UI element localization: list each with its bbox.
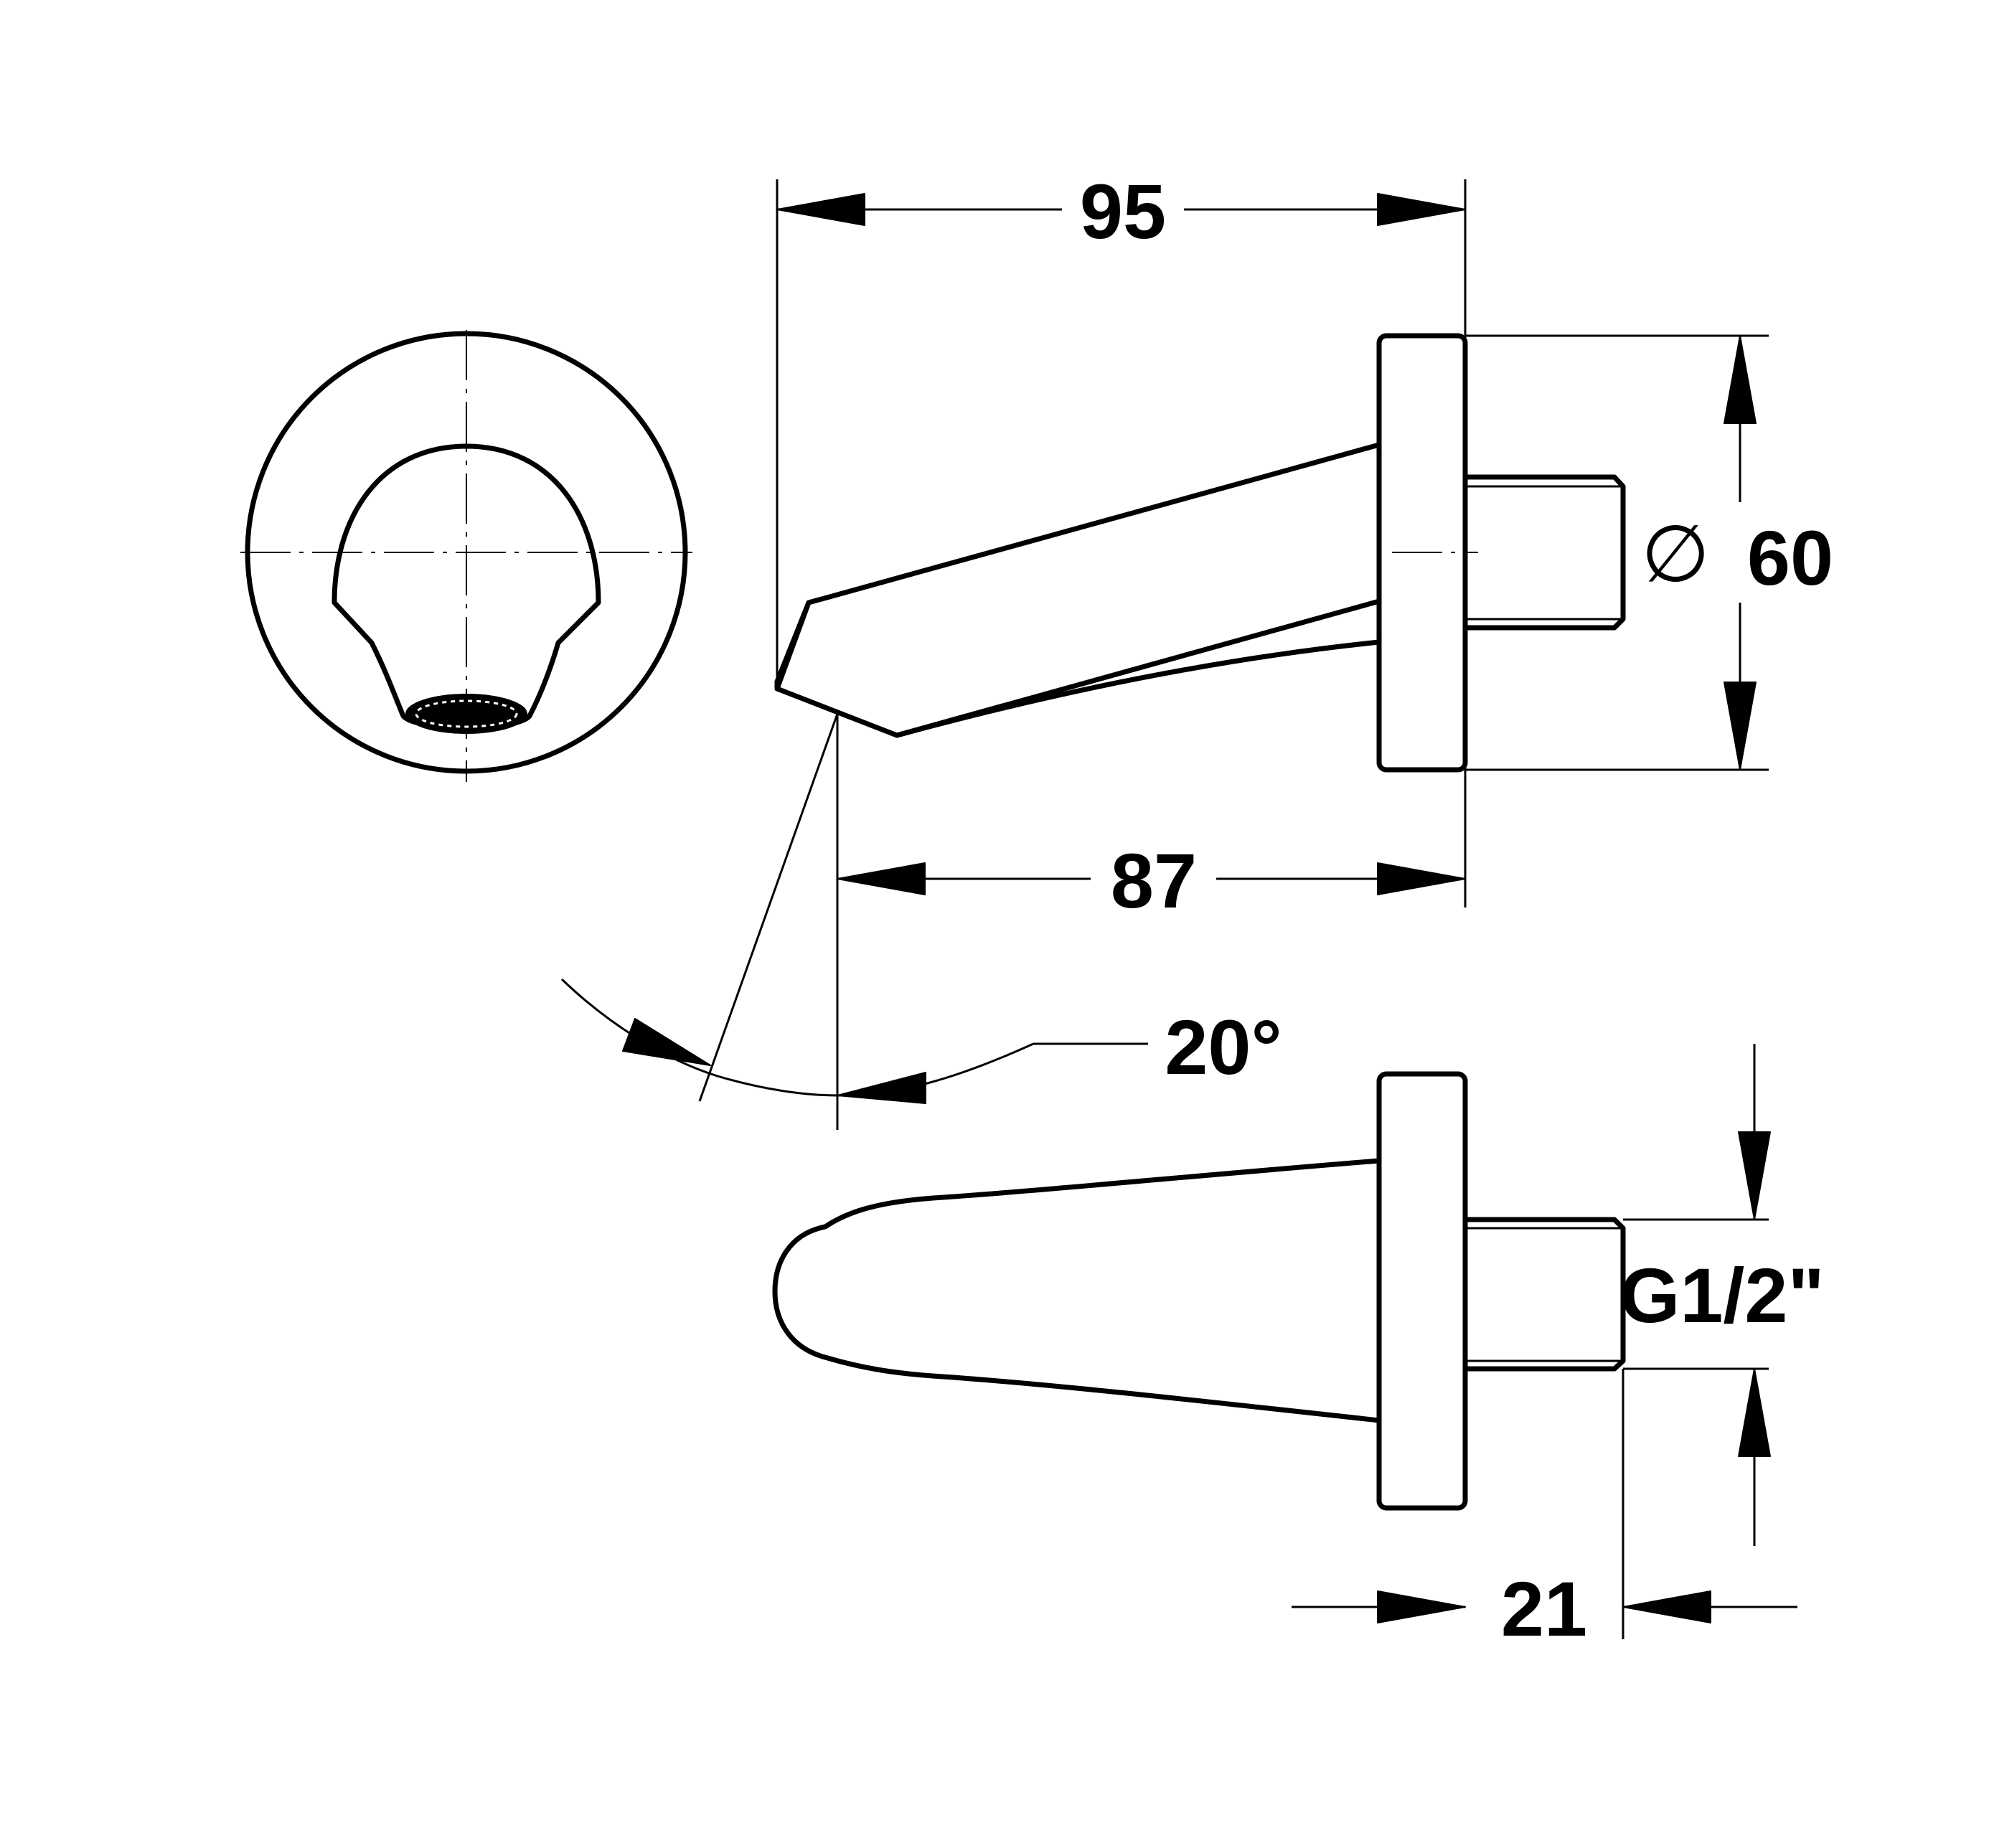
arrowhead — [776, 193, 865, 226]
arrowhead — [1377, 193, 1466, 226]
dimension-overall-length: 95 — [776, 168, 1467, 908]
arrowhead — [837, 862, 926, 895]
side-view-spout-underside — [894, 639, 1382, 738]
front-view-aerator — [405, 694, 527, 734]
dimension-outlet-angle: 20° — [560, 713, 1282, 1104]
top-view-spout — [772, 1158, 1382, 1423]
front-view — [240, 330, 692, 782]
arrowhead — [1622, 1590, 1711, 1623]
arrowhead — [1738, 1131, 1771, 1220]
angle-leg — [698, 713, 839, 1102]
dimension-spout-reach: 87 — [836, 714, 1466, 1130]
dimension-label-thread: G1/2" — [1619, 1252, 1824, 1339]
arrowhead — [837, 1072, 926, 1104]
dimension-label-60: 60 — [1747, 514, 1833, 601]
top-view — [772, 1071, 1626, 1511]
arrowhead — [1377, 1590, 1466, 1623]
side-view — [774, 333, 1626, 773]
arrowhead — [1377, 862, 1466, 895]
side-view-outlet-edge — [774, 600, 812, 692]
dimension-label-21: 21 — [1501, 1565, 1587, 1652]
diameter-symbol: ∅ — [1641, 510, 1710, 598]
arrowhead — [1724, 335, 1757, 424]
dimension-label-20-degrees: 20° — [1165, 1004, 1282, 1090]
dimension-thread: G1/2" — [1619, 1044, 1825, 1546]
dimension-flange-diameter: ∅ 60 — [1465, 334, 1833, 771]
arrowhead — [1738, 1368, 1771, 1457]
arrowhead — [1724, 682, 1757, 770]
dimension-label-95: 95 — [1080, 168, 1166, 255]
dimension-thread-length: 21 — [1292, 1369, 1797, 1652]
side-view-connector — [1462, 474, 1626, 631]
arrowhead — [622, 1018, 711, 1066]
top-view-connector — [1462, 1217, 1626, 1372]
top-view-flange — [1376, 1071, 1468, 1511]
front-view-aerator-ring — [415, 699, 518, 728]
dimension-label-87: 87 — [1111, 837, 1197, 924]
angle-arc — [560, 978, 1034, 1097]
front-view-spout-outline — [332, 443, 601, 730]
